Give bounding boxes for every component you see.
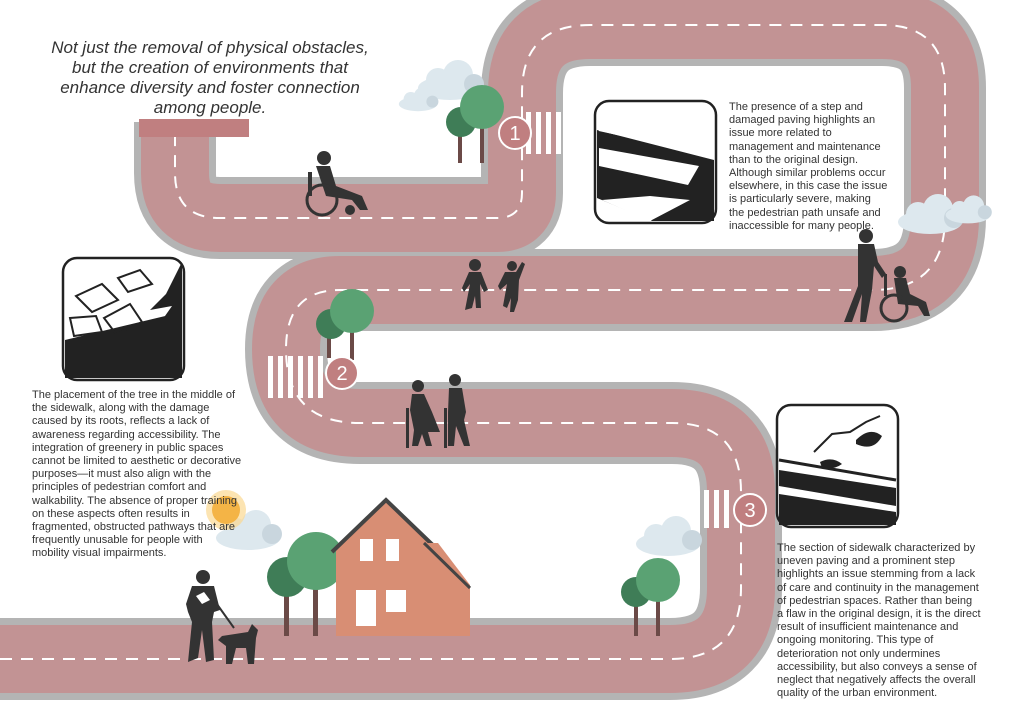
marker-1: 1 <box>498 116 532 150</box>
crosswalk-3 <box>684 490 729 528</box>
blind-person-guide-dog-icon <box>186 570 258 664</box>
path-end-cap <box>139 119 249 137</box>
caregiver-wheelchair-icon <box>844 229 930 323</box>
wheelchair-user-icon <box>305 151 368 217</box>
point-2-description: The placement of the tree in the middle … <box>32 389 242 560</box>
illustration-box-1 <box>593 99 718 225</box>
children-icon <box>462 259 525 312</box>
tree-icon <box>621 558 680 636</box>
house-icon <box>330 497 472 636</box>
point-1-description: The presence of a step and damaged pavin… <box>729 101 888 232</box>
marker-3: 3 <box>733 493 767 527</box>
tree-icon <box>267 532 345 636</box>
winding-path <box>0 0 986 700</box>
tree-icon <box>316 289 374 360</box>
sun-icon <box>206 490 246 530</box>
marker-1-number: 1 <box>509 123 520 145</box>
path-center-dash <box>0 24 946 660</box>
marker-2-number: 2 <box>336 363 347 385</box>
illustration-box-2 <box>61 256 186 382</box>
marker-2: 2 <box>325 356 359 390</box>
point-3-description: The section of sidewalk characterized by… <box>777 542 981 700</box>
elderly-couple-icon <box>406 374 470 448</box>
tree-icon <box>446 85 504 163</box>
header-quote: Not just the removal of physical obstacl… <box>51 38 369 117</box>
marker-3-number: 3 <box>744 500 755 522</box>
cloud-icon <box>636 516 702 556</box>
crosswalk-2 <box>268 356 323 398</box>
illustration-box-3 <box>775 403 900 529</box>
